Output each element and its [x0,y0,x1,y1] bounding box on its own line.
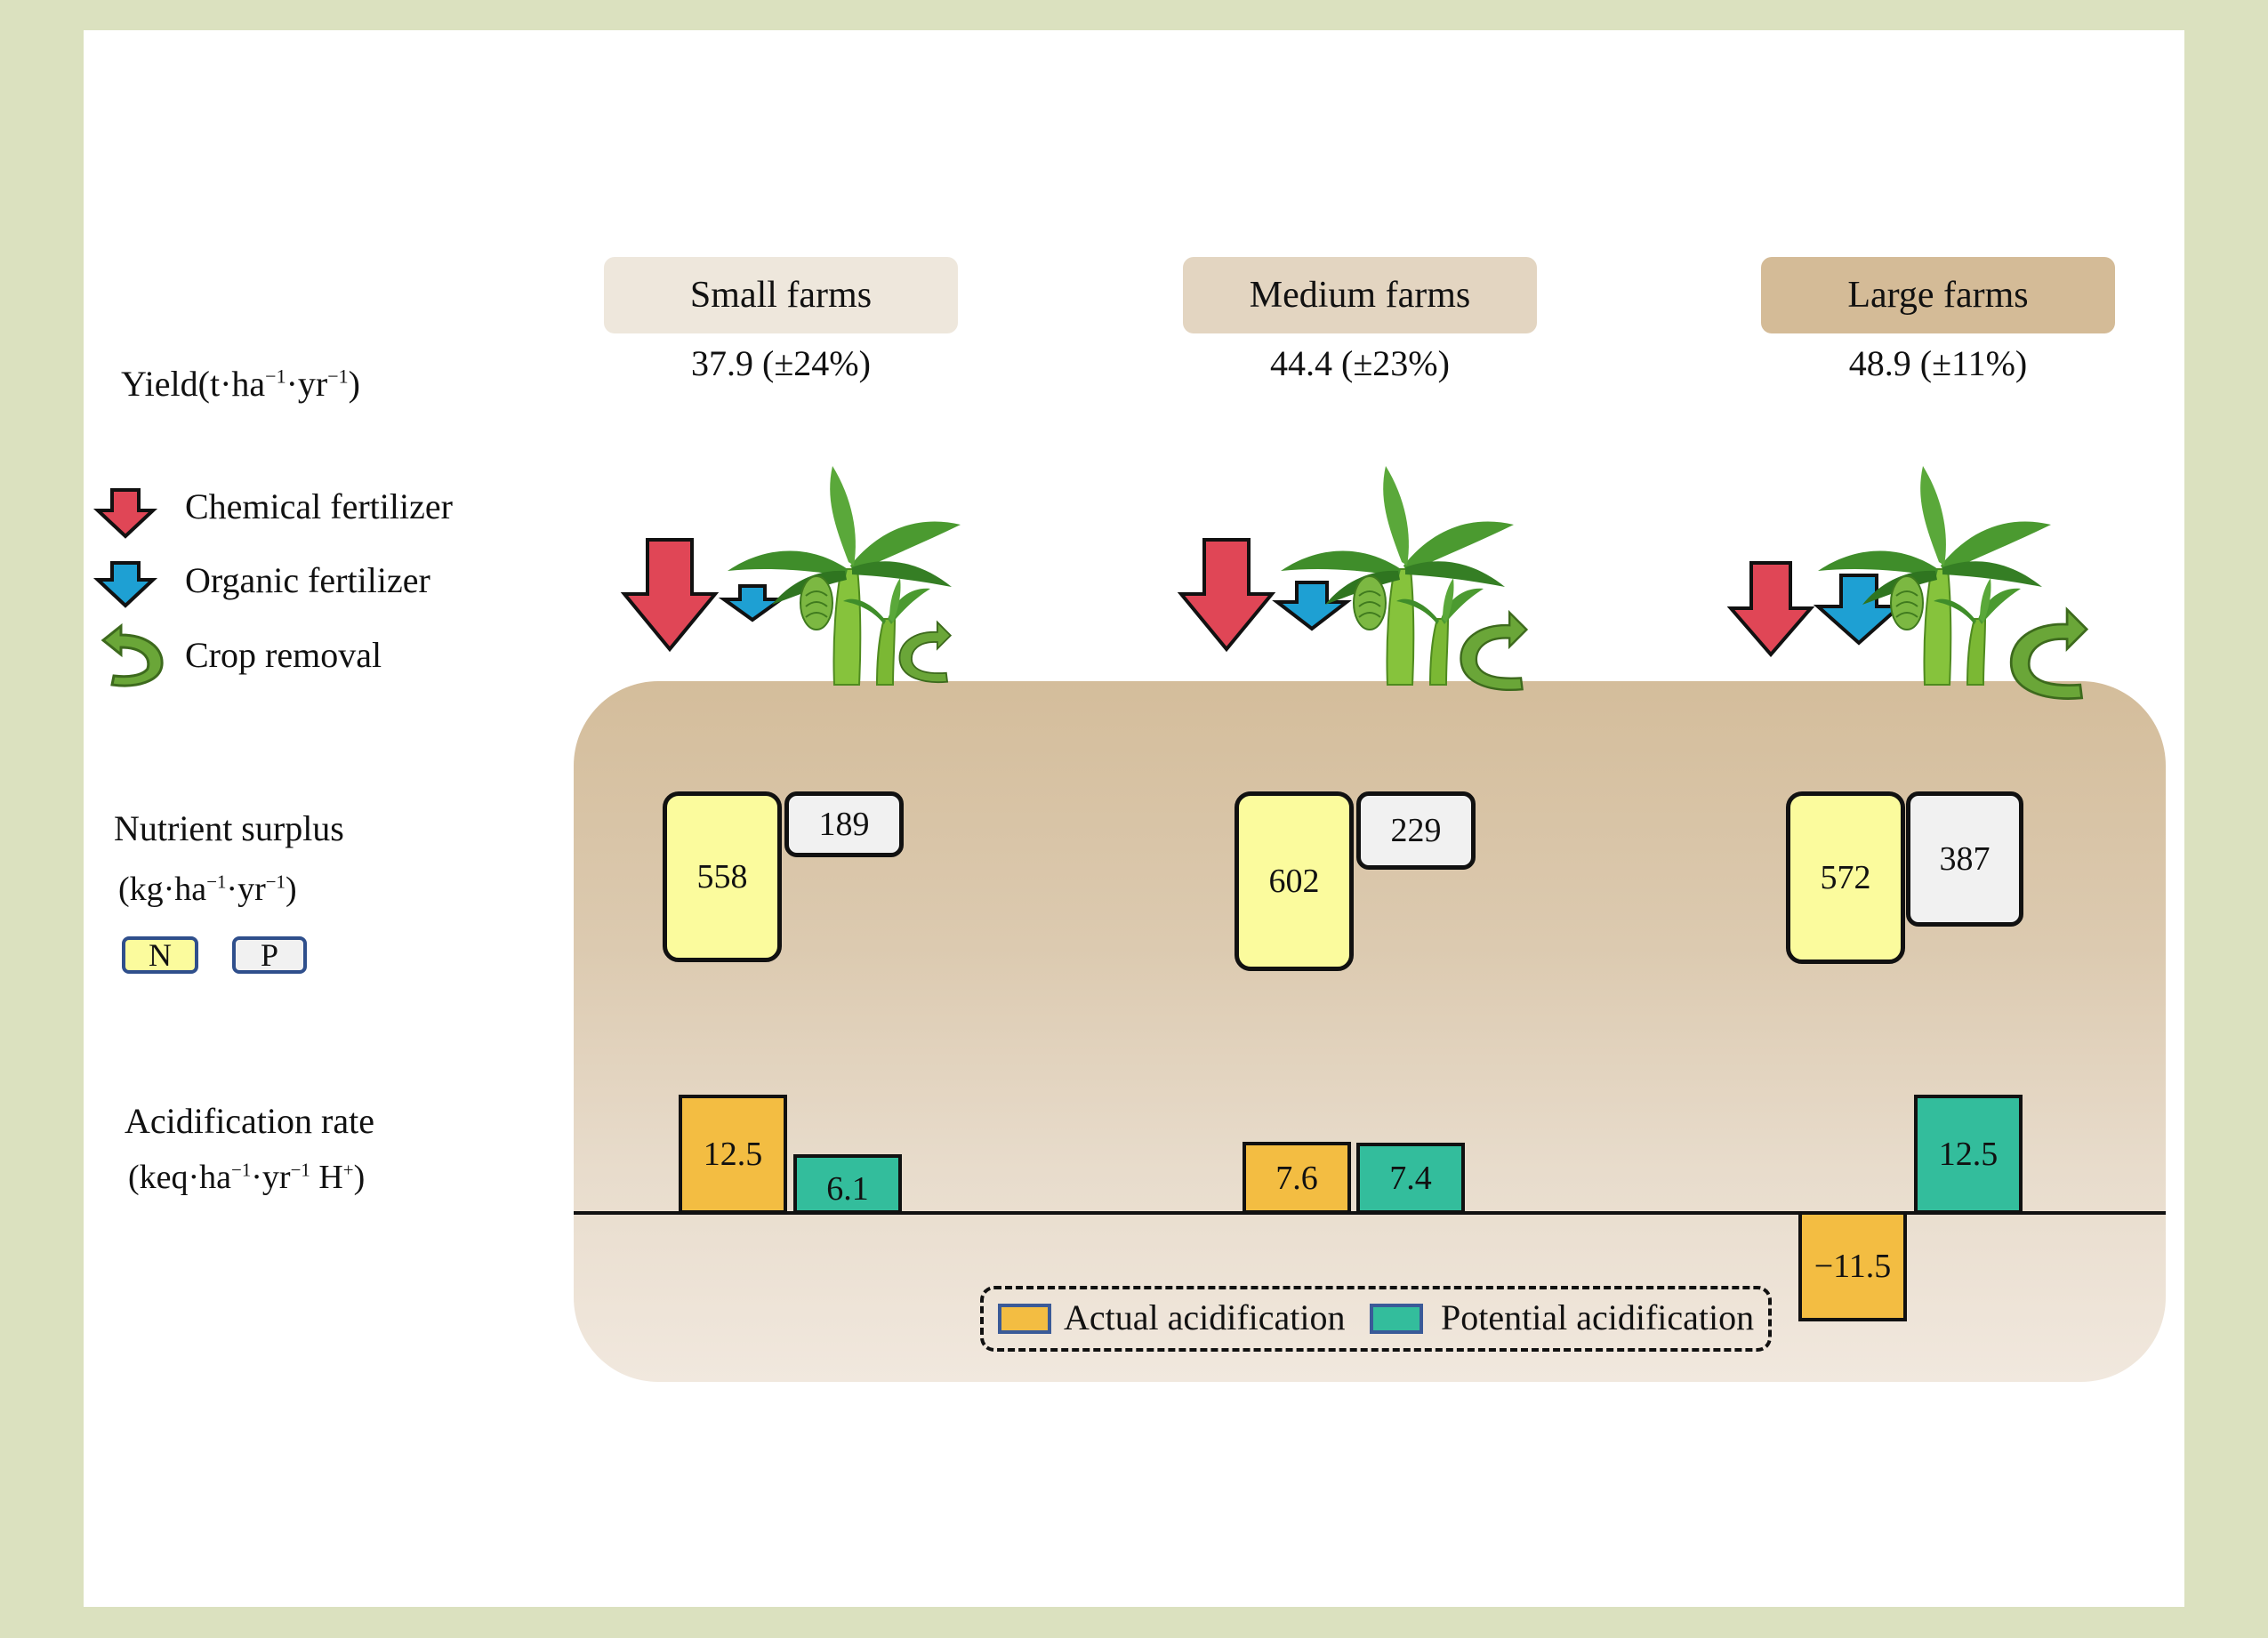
medium-farms-n-surplus: 602 [1235,791,1354,971]
potential-acidification-legend-label: Potential acidification [1441,1297,1755,1337]
small-farm-chemical-arrow [620,538,720,653]
small-farms-header: Small farms [604,257,958,333]
medium-farms-actual-acidification: 7.6 [1243,1142,1351,1214]
small-farms-potential-acidification: 6.1 [793,1154,902,1214]
large-farms-p-surplus: 387 [1906,791,2023,927]
nutrient-surplus-unit: (kg·ha−1·yr−1) [118,871,297,908]
small-farm-crop-removal-arrow [898,621,952,684]
small-farms-yield: 37.9 (±24%) [691,343,871,383]
medium-farm-organic-arrow [1272,581,1352,631]
crop-removal-icon [101,622,164,687]
medium-farm-chemical-arrow [1177,538,1276,653]
small-farms-p-surplus: 189 [784,791,904,857]
small-farms-actual-acidification: 12.5 [679,1095,787,1214]
acidification-rate-label: Acidification rate [125,1101,374,1141]
medium-farms-potential-acidification: 7.4 [1356,1143,1465,1214]
medium-farms-header: Medium farms [1183,257,1537,333]
yield-row-label: Yield(t·ha−1·yr−1) [121,364,360,404]
large-farm-crop-removal-arrow [2009,608,2088,700]
small-farms-n-surplus: 558 [663,791,782,962]
nutrient-surplus-label: Nutrient surplus [114,808,344,848]
actual-acidification-legend-label: Actual acidification [1064,1297,1346,1337]
large-farms-header: Large farms [1761,257,2115,333]
potential-acidification-swatch [1370,1304,1423,1334]
medium-farms-yield: 44.4 (±23%) [1270,343,1450,383]
medium-farm-crop-removal-arrow [1460,611,1528,691]
soil-block [574,681,2166,1382]
acidification-rate-unit: (keq·ha−1·yr−1 H+) [128,1159,366,1196]
n-key: N [122,936,198,974]
medium-farms-p-surplus: 229 [1356,791,1476,870]
organic-fertilizer-icon [92,561,158,608]
actual-acidification-swatch [998,1304,1051,1334]
crop-removal-label: Crop removal [185,635,382,675]
chemical-fertilizer-icon [92,488,158,539]
large-farms-actual-acidification: −11.5 [1798,1211,1907,1321]
large-farms-potential-acidification: 12.5 [1914,1095,2023,1214]
small-farm-organic-arrow [718,584,787,622]
organic-fertilizer-label: Organic fertilizer [185,560,430,600]
large-farm-organic-arrow [1813,574,1905,646]
chemical-fertilizer-label: Chemical fertilizer [185,486,453,526]
acidification-legend [980,1286,1772,1352]
large-farms-n-surplus: 572 [1786,791,1905,964]
large-farms-yield: 48.9 (±11%) [1848,343,2028,383]
large-farm-chemical-arrow [1726,561,1815,658]
p-key: P [232,936,307,974]
